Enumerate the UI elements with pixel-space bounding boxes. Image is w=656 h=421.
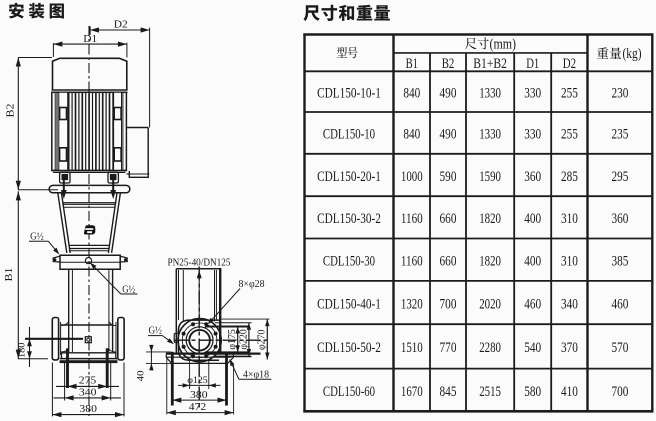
svg-text:330: 330 — [524, 127, 541, 143]
svg-text:472: 472 — [189, 401, 207, 413]
svg-text:8×φ28: 8×φ28 — [239, 279, 265, 290]
svg-text:40: 40 — [137, 370, 147, 381]
svg-text:4×φ18: 4×φ18 — [243, 369, 269, 380]
svg-text:1590: 1590 — [479, 169, 501, 185]
svg-text:275: 275 — [79, 375, 97, 387]
svg-text:G½: G½ — [148, 326, 162, 337]
svg-text:CDL150-30: CDL150-30 — [323, 254, 375, 270]
svg-text:D1: D1 — [83, 34, 97, 45]
svg-text:310: 310 — [561, 254, 578, 270]
svg-text:700: 700 — [611, 384, 628, 400]
svg-text:340: 340 — [561, 296, 578, 312]
svg-text:1330: 1330 — [479, 127, 501, 143]
svg-text:1820: 1820 — [479, 254, 501, 270]
svg-text:370: 370 — [561, 340, 578, 356]
svg-text:460: 460 — [611, 296, 628, 312]
svg-text:1320: 1320 — [401, 296, 423, 312]
svg-text:400: 400 — [524, 211, 541, 227]
svg-text:295: 295 — [611, 169, 628, 185]
svg-text:490: 490 — [440, 127, 457, 143]
svg-text:230: 230 — [611, 86, 628, 102]
svg-text:1510: 1510 — [401, 340, 423, 356]
svg-text:φ175: φ175 — [227, 329, 238, 350]
svg-text:845: 845 — [440, 384, 457, 400]
svg-text:255: 255 — [561, 86, 578, 102]
svg-text:330: 330 — [524, 86, 541, 102]
svg-text:1000: 1000 — [401, 169, 423, 185]
svg-text:D2: D2 — [563, 56, 576, 72]
svg-text:CDL150-60: CDL150-60 — [323, 384, 375, 400]
svg-text:700: 700 — [440, 296, 457, 312]
svg-text:CDL150-30-2: CDL150-30-2 — [317, 211, 381, 227]
svg-text:540: 540 — [524, 340, 541, 356]
svg-text:CDL150-10: CDL150-10 — [323, 127, 375, 143]
svg-text:(kg): (kg) — [623, 46, 642, 62]
svg-text:580: 580 — [524, 384, 541, 400]
svg-text:PN25-40/DN125: PN25-40/DN125 — [168, 258, 231, 269]
svg-text:380: 380 — [190, 389, 208, 401]
svg-text:840: 840 — [403, 86, 420, 102]
svg-text:570: 570 — [611, 340, 628, 356]
svg-text:1160: 1160 — [401, 254, 423, 270]
svg-text:360: 360 — [611, 211, 628, 227]
svg-text:B1: B1 — [4, 268, 15, 282]
svg-text:B2: B2 — [442, 56, 455, 72]
svg-text:1330: 1330 — [479, 86, 501, 102]
svg-text:2280: 2280 — [479, 340, 501, 356]
svg-text:G½: G½ — [122, 284, 135, 295]
svg-text:B2: B2 — [6, 104, 17, 118]
svg-text:φ270: φ270 — [257, 330, 268, 351]
svg-text:660: 660 — [440, 211, 457, 227]
svg-text:255: 255 — [561, 127, 578, 143]
svg-text:410: 410 — [561, 384, 578, 400]
svg-text:2515: 2515 — [479, 384, 501, 400]
svg-text:1820: 1820 — [479, 211, 501, 227]
svg-text:460: 460 — [524, 296, 541, 312]
svg-text:310: 310 — [561, 211, 578, 227]
svg-text:CDL150-50-2: CDL150-50-2 — [317, 340, 381, 356]
svg-text:D2: D2 — [114, 20, 128, 31]
svg-text:φ220: φ220 — [238, 329, 249, 350]
svg-text:(mm): (mm) — [490, 36, 517, 52]
svg-text:770: 770 — [440, 340, 457, 356]
svg-text:285: 285 — [561, 169, 578, 185]
svg-text:340: 340 — [79, 386, 97, 398]
svg-text:CDL150-20-1: CDL150-20-1 — [317, 169, 381, 185]
svg-text:1160: 1160 — [401, 211, 423, 227]
svg-text:490: 490 — [440, 86, 457, 102]
svg-text:590: 590 — [440, 169, 457, 185]
svg-text:660: 660 — [440, 254, 457, 270]
svg-text:380: 380 — [79, 403, 97, 415]
svg-text:840: 840 — [403, 127, 420, 143]
svg-text:400: 400 — [524, 254, 541, 270]
svg-text:CDL150-40-1: CDL150-40-1 — [317, 296, 381, 312]
svg-text:B1: B1 — [406, 56, 418, 72]
svg-text:1670: 1670 — [401, 384, 423, 400]
svg-text:180: 180 — [17, 342, 27, 358]
svg-text:235: 235 — [611, 127, 628, 143]
svg-text:CDL150-10-1: CDL150-10-1 — [317, 86, 381, 102]
svg-text:360: 360 — [524, 169, 541, 185]
svg-text:G½: G½ — [30, 231, 44, 242]
svg-text:2020: 2020 — [479, 296, 501, 312]
svg-text:B1+B2: B1+B2 — [473, 56, 507, 72]
svg-text:D1: D1 — [526, 56, 539, 72]
svg-text:φ125: φ125 — [187, 375, 208, 386]
svg-text:385: 385 — [611, 254, 628, 270]
